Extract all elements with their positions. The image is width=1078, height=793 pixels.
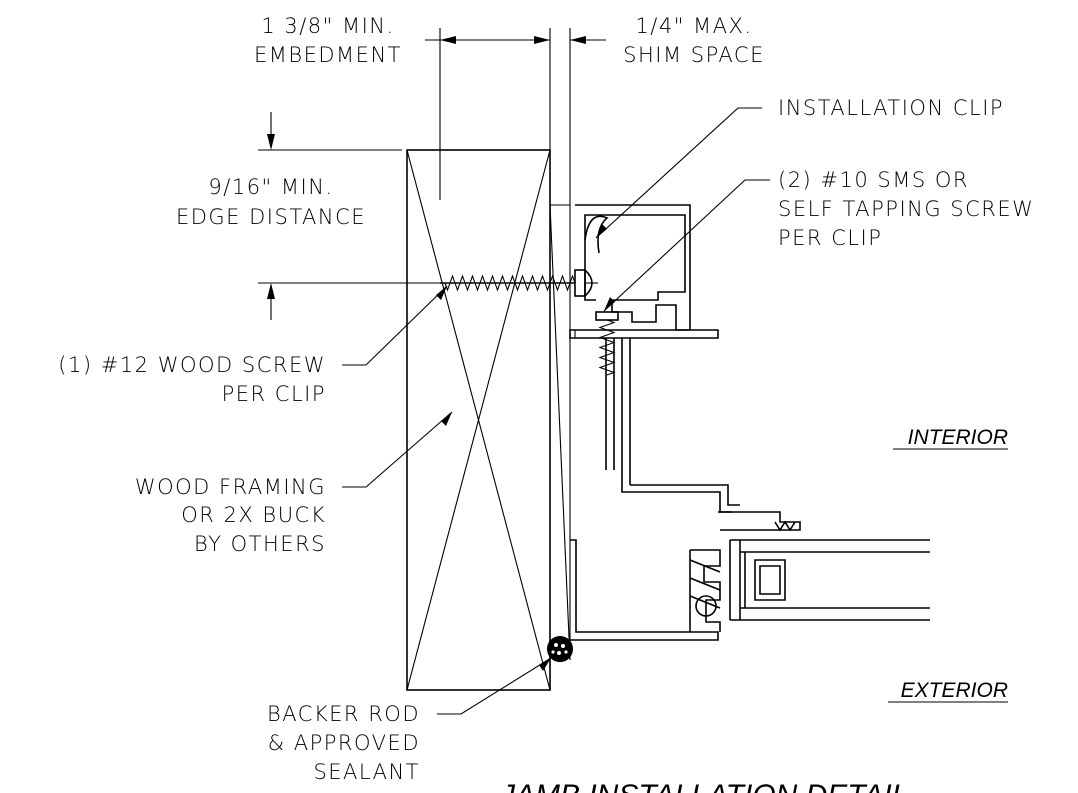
label-installation-clip: INSTALLATION CLIP [778,96,1004,120]
sms-screw [595,311,619,376]
label-shim-space: 1/4" MAX. SHIM SPACE [623,14,765,67]
svg-text:BACKER ROD: BACKER ROD [267,702,420,726]
svg-text:PER CLIP: PER CLIP [778,226,882,250]
embedment-dimension [425,28,606,205]
label-embedment: 1 3/8" MIN. EMBEDMENT [254,14,402,67]
leaders [342,107,770,715]
detail-title: JAMB INSTALLATION DETAIL [499,779,908,793]
wood-framing-block [406,149,551,691]
label-sms-screw: (2) #10 SMS OR SELF TAPPING SCREW PER CL… [778,168,1034,250]
svg-text:(2) #10 SMS OR: (2) #10 SMS OR [778,168,969,192]
svg-text:INTERIOR: INTERIOR [908,426,1008,449]
svg-text:EXTERIOR: EXTERIOR [901,679,1008,702]
svg-text:BY OTHERS: BY OTHERS [194,532,326,556]
svg-text:1 3/8" MIN.: 1 3/8" MIN. [261,14,394,38]
svg-text:(1) #12 WOOD SCREW: (1) #12 WOOD SCREW [58,353,326,377]
label-edge-distance: 9/16" MIN. EDGE DISTANCE [176,175,366,229]
edge-distance-dimension [258,112,440,320]
aluminum-frame-profile [569,204,930,641]
svg-text:INSTALLATION CLIP: INSTALLATION CLIP [778,96,1004,120]
label-interior: INTERIOR [893,426,1008,450]
backer-rod [547,636,573,662]
svg-text:SEALANT: SEALANT [313,760,420,784]
label-backer-rod: BACKER ROD & APPROVED SEALANT [267,702,420,784]
svg-text:EDGE DISTANCE: EDGE DISTANCE [176,205,366,229]
svg-text:PER CLIP: PER CLIP [222,382,326,406]
label-wood-screw: (1) #12 WOOD SCREW PER CLIP [58,353,326,406]
svg-text:OR 2X BUCK: OR 2X BUCK [181,503,326,527]
svg-text:9/16" MIN.: 9/16" MIN. [208,175,333,199]
svg-text:SELF TAPPING SCREW: SELF TAPPING SCREW [778,197,1034,221]
svg-text:WOOD FRAMING: WOOD FRAMING [135,475,326,499]
label-wood-framing: WOOD FRAMING OR 2X BUCK BY OTHERS [135,475,326,556]
svg-text:& APPROVED: & APPROVED [268,731,420,755]
svg-text:EMBEDMENT: EMBEDMENT [254,43,402,67]
wood-screw [440,269,598,297]
svg-text:1/4" MAX.: 1/4" MAX. [635,14,752,38]
svg-text:SHIM SPACE: SHIM SPACE [623,43,765,67]
label-exterior: EXTERIOR [888,679,1008,703]
glass-unit [729,539,930,621]
